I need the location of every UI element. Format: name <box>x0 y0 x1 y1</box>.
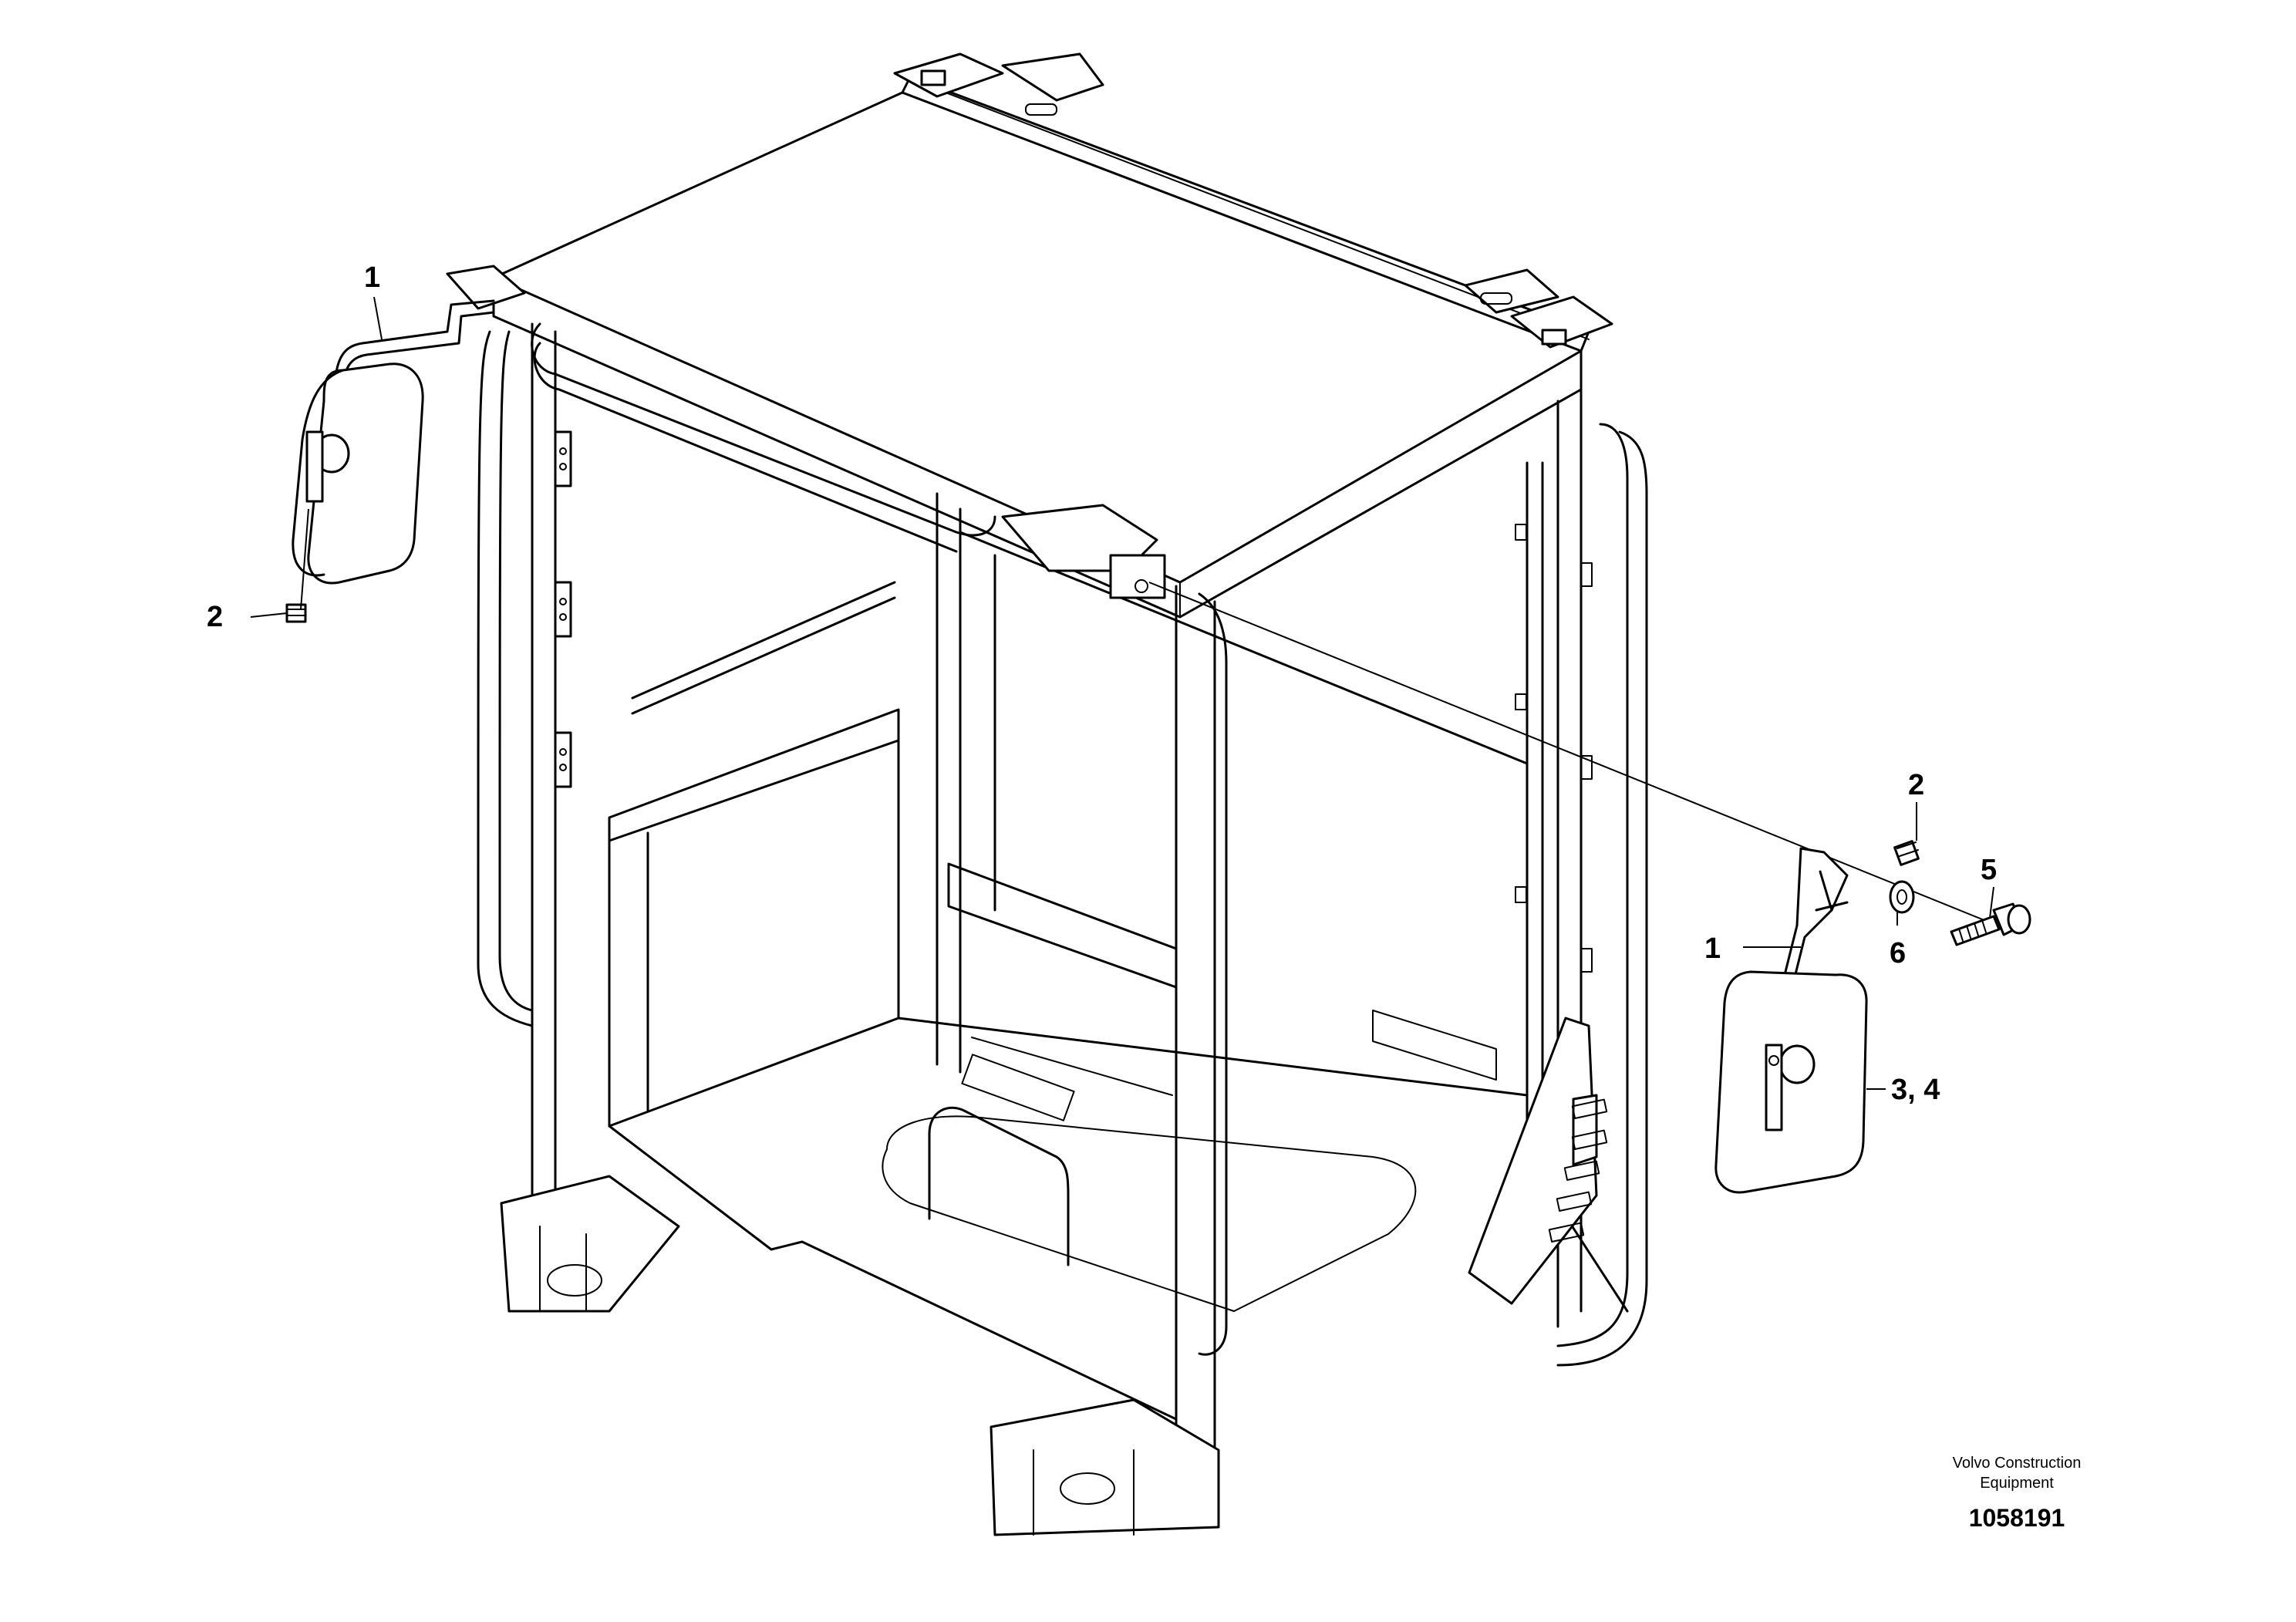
right-side-frame <box>1526 461 1544 1097</box>
right-mirror-assembly <box>1148 582 2031 1194</box>
callout-mirror-assembly: 3, 4 <box>1891 1074 1940 1106</box>
left-hinge-plates <box>554 430 572 788</box>
callout-washer: 6 <box>1890 937 1906 969</box>
floor-handle <box>928 1106 1070 1266</box>
cab-floor <box>608 1017 1629 1421</box>
callout-left-mirror-bracket: 1 <box>364 261 380 294</box>
document-number: 1058191 <box>1969 1504 2065 1532</box>
left-cross-tube <box>631 581 896 715</box>
front-left-pillar <box>531 322 557 1212</box>
right-step-panel <box>1468 1017 1608 1305</box>
right-nut-icon <box>1893 840 1920 866</box>
callout-bolt: 5 <box>1981 854 1997 886</box>
rear-pillar <box>936 492 962 1074</box>
roof-mount-left <box>446 265 526 310</box>
cab-frame <box>446 52 1648 1536</box>
roof-front-grab-rail <box>531 322 996 553</box>
right-mirror-arm <box>1776 847 1849 1004</box>
right-mirror-pivot <box>1778 1044 1816 1084</box>
front-center-grab-handle <box>1198 592 1228 1356</box>
callout-left-nut: 2 <box>207 601 223 633</box>
floor-cutout <box>882 1115 1417 1312</box>
front-center-pillar <box>1175 585 1216 1459</box>
left-lower-cross-member <box>608 708 900 842</box>
center-bottom-mount <box>990 1398 1220 1536</box>
seat-riser <box>947 862 1178 989</box>
roof-front-mirror-mount <box>1001 504 1166 599</box>
left-mirror-assembly <box>250 296 495 623</box>
bolt-icon <box>1950 902 2031 946</box>
exploded-view-axis-line <box>1148 582 1998 926</box>
roof-mount-right <box>1464 268 1613 349</box>
left-mirror-glass <box>307 363 424 585</box>
left-mirror-stem <box>305 430 324 503</box>
brand-line-2: Equipment <box>1980 1475 2054 1492</box>
right-side-clips <box>1515 524 1593 973</box>
left-bottom-mount <box>500 1175 680 1313</box>
roof-mount-rear <box>893 52 1104 116</box>
left-nut-icon <box>285 603 307 623</box>
brand-line-1: Volvo Construction <box>1953 1455 2082 1472</box>
roof-rear-rail <box>901 76 1590 352</box>
roof-panel <box>492 91 1583 584</box>
left-grab-handle <box>477 330 534 1027</box>
left-wall-panel <box>608 739 900 1128</box>
right-grab-handle <box>1556 423 1648 1367</box>
rear-wall-panel <box>959 531 1529 1097</box>
right-mirror-stem <box>1765 1044 1783 1131</box>
washer-icon <box>1889 880 1915 914</box>
callout-right-mirror-bracket: 1 <box>1704 932 1721 965</box>
callout-right-nut: 2 <box>1908 769 1924 801</box>
